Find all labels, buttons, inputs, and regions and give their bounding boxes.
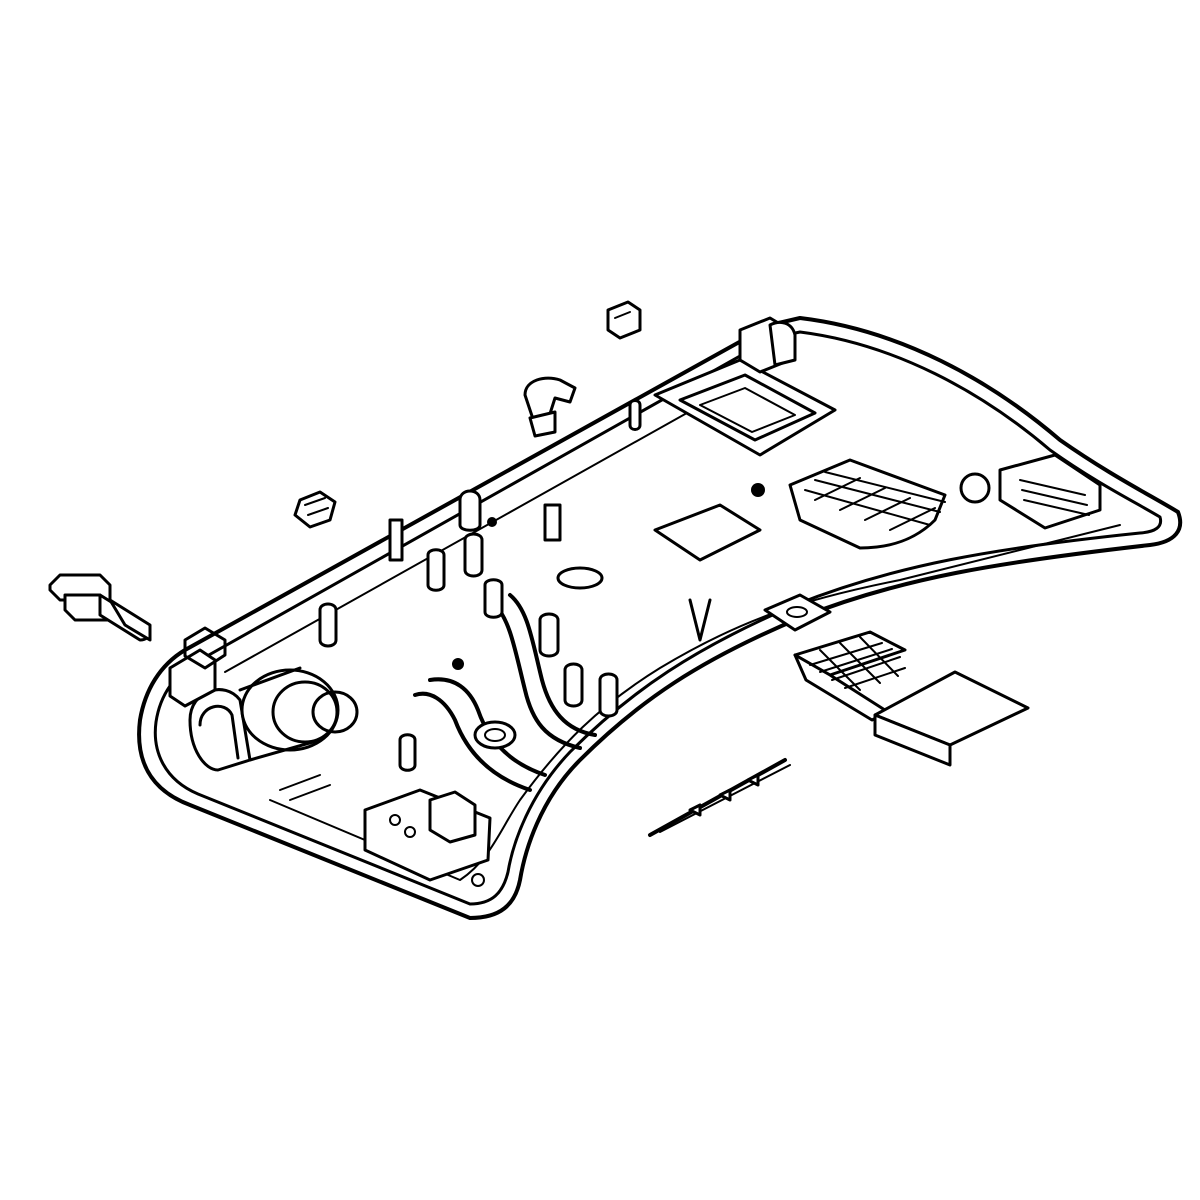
knob	[48, 573, 152, 642]
terminal-block	[959, 453, 1102, 530]
motor-housing	[168, 626, 359, 772]
clip-hook	[523, 376, 577, 438]
wire-strip	[648, 758, 791, 837]
mounting-posts	[318, 399, 642, 772]
center-plate	[556, 503, 832, 642]
grille-cover	[793, 630, 1030, 767]
upper-compartment	[653, 316, 837, 497]
front-cavity	[279, 774, 492, 887]
cable-channel	[413, 593, 597, 792]
base-housing	[137, 316, 1183, 920]
clip-square	[606, 300, 642, 340]
housing-floor-edge	[224, 371, 1121, 881]
rear-grille	[788, 458, 947, 550]
housing-inner-rim	[153, 330, 1163, 906]
clip-small	[293, 490, 337, 529]
